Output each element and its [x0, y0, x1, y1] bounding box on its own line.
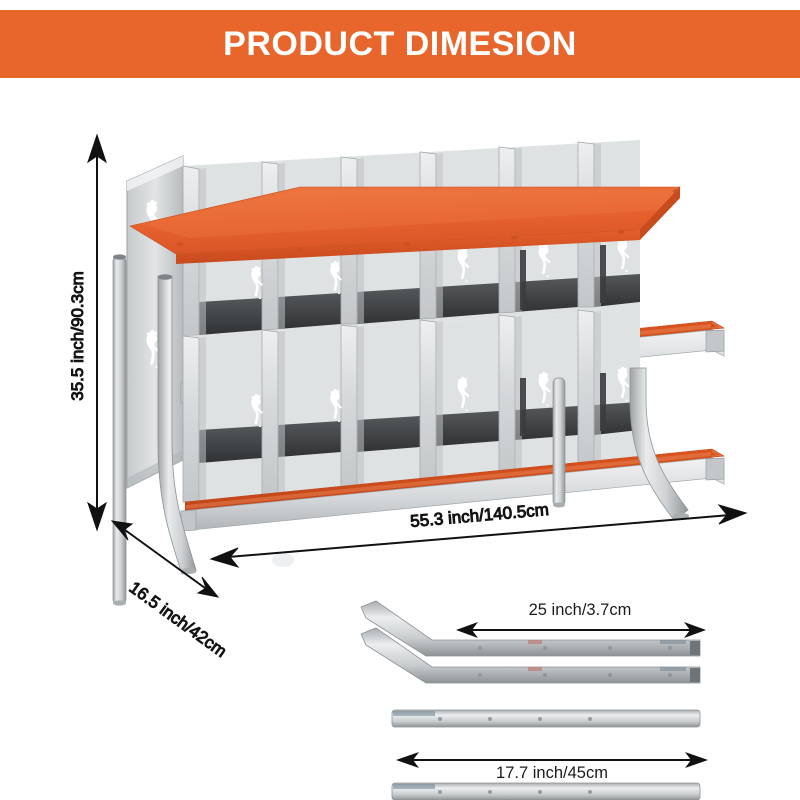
- left-end-panel: [126, 155, 184, 489]
- dimension-height: 35.5 inch/90.3cm: [68, 133, 107, 532]
- lower-tier: [180, 309, 725, 532]
- header-banner: PRODUCT DIMESION: [0, 10, 800, 78]
- dimension-leg-length-label: 25 inch/3.7cm: [529, 601, 632, 619]
- lower-compartments: [182, 309, 640, 503]
- dimension-depth-label: 16.5 inch/42cm: [126, 578, 230, 661]
- parts-group: 25 inch/3.7cm 17.7 inch/45cm: [360, 600, 708, 800]
- leg-front-right: [629, 367, 689, 521]
- dimension-height-label: 35.5 inch/90.3cm: [68, 271, 87, 400]
- perch-rail-lower: [180, 448, 725, 532]
- floor-marker: [272, 553, 294, 567]
- straight-bar-part-1: [391, 782, 701, 800]
- dimension-bar-length: 17.7 inch/45cm: [396, 752, 708, 782]
- leg-rear-right: [552, 377, 566, 508]
- dimension-bar-length-label: 17.7 inch/45cm: [496, 764, 608, 782]
- roof-rivets: [177, 189, 680, 252]
- dimension-depth: 16.5 inch/42cm: [110, 520, 231, 662]
- nesting-box-product: [112, 140, 725, 606]
- bent-leg-part-2: [360, 627, 701, 684]
- straight-bar-part-2: [391, 709, 701, 728]
- roof: [129, 186, 681, 264]
- dimension-leg-length: 25 inch/3.7cm: [456, 601, 706, 638]
- product-illustration: 35.5 inch/90.3cm 16.5 inch/42cm 55.3 inc…: [0, 78, 800, 800]
- leg-rear-left: [112, 254, 127, 606]
- bent-leg-part-1: [360, 600, 701, 657]
- page-title: PRODUCT DIMESION: [223, 24, 577, 63]
